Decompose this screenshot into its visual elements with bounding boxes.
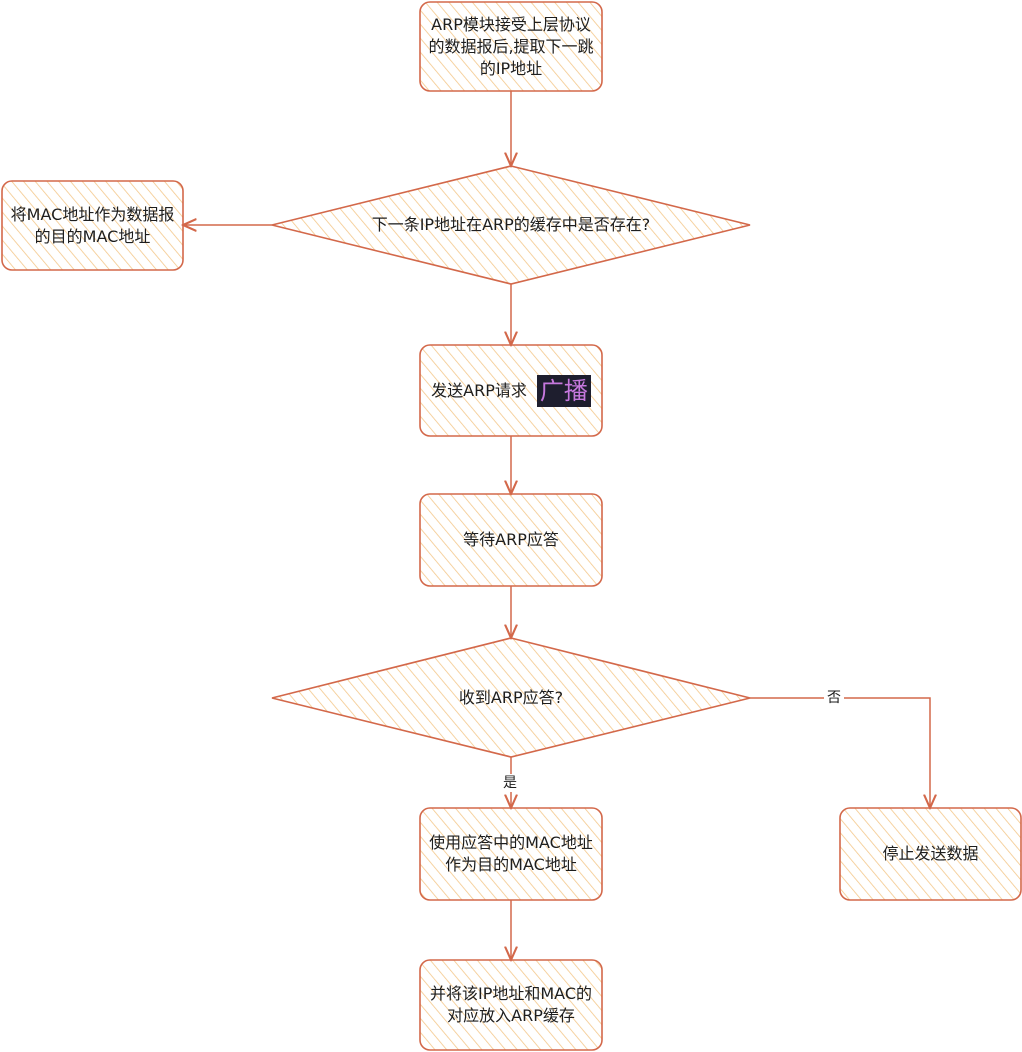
node-send-request-box: [419, 344, 603, 437]
node-use-mac-label: 将MAC地址作为数据报的目的MAC地址: [10, 204, 175, 246]
node-wait-reply-box: [419, 493, 603, 587]
node-stop-label: 停止发送数据: [882, 844, 979, 863]
edge-label-no: 否: [824, 689, 844, 707]
node-received-label: 收到ARP应答?: [458, 688, 564, 707]
broadcast-highlight: 广播: [536, 374, 591, 407]
node-use-reply-mac-box: [419, 807, 603, 901]
node-start-box: [419, 1, 603, 92]
node-use-reply-mac-label: 使用应答中的MAC地址作为目的MAC地址: [429, 833, 593, 874]
node-check-cache-diamond: [271, 165, 751, 285]
edge-received-to-stop: [750, 697, 930, 808]
edge-label-yes: 是: [500, 774, 520, 792]
send-request-text: 发送ARP请求: [431, 380, 527, 400]
node-send-request-label: 发送ARP请求 广播: [420, 345, 602, 436]
node-start-label: ARP模块接受上层协议的数据报后,提取下一跳的IP地址: [428, 14, 594, 78]
node-received-diamond: [271, 637, 751, 758]
node-use-mac-box: [1, 180, 184, 271]
node-wait-reply-label: 等待ARP应答: [463, 530, 559, 549]
node-cache-entry-box: [419, 959, 603, 1051]
node-stop-box: [839, 807, 1022, 901]
node-cache-entry-label: 并将该IP地址和MAC的对应放入ARP缓存: [429, 984, 592, 1025]
node-check-cache-label: 下一条IP地址在ARP的缓存中是否存在?: [371, 215, 651, 234]
